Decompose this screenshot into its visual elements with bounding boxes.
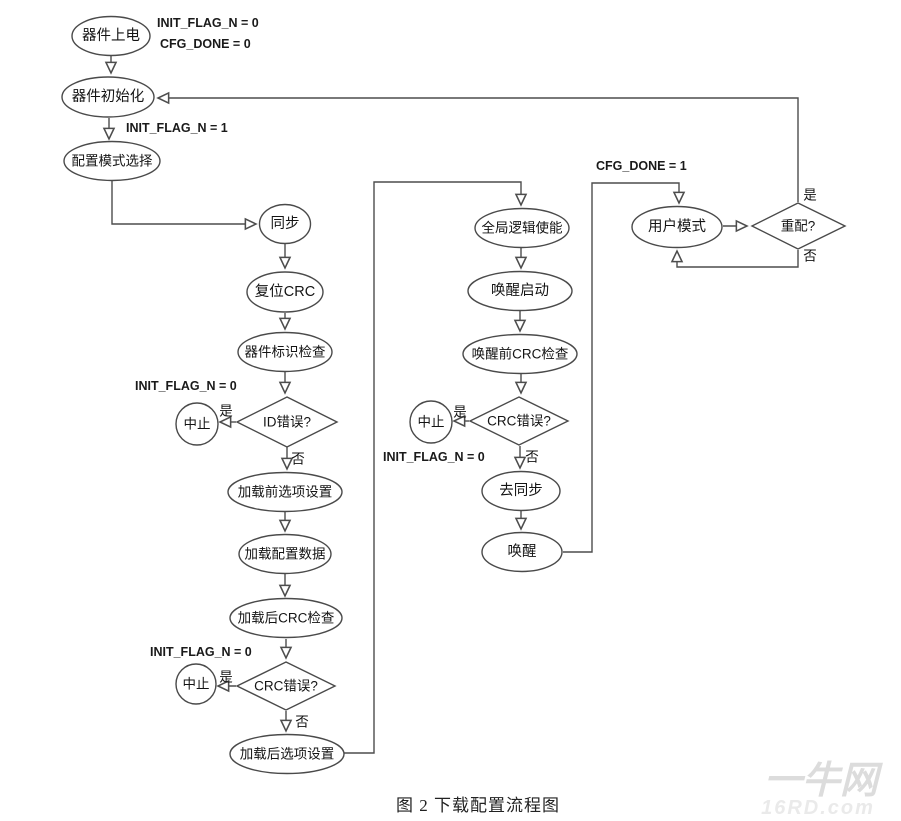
node-desync-label: 去同步 — [499, 482, 543, 499]
label-init-flag-0-top: INIT_FLAG_N = 0 — [157, 16, 259, 30]
label-cfg-done-0: CFG_DONE = 0 — [160, 37, 251, 51]
label-yes-crc-error2: 是 — [453, 405, 467, 420]
node-device-init-label: 器件初始化 — [72, 88, 145, 105]
node-load-config-data-shape — [238, 533, 332, 575]
node-crc-error-1: CRC错误? — [235, 661, 337, 711]
node-abort-1: 中止 — [175, 402, 219, 446]
node-id-error-label: ID错误? — [263, 415, 311, 430]
watermark-domain: 16RD.com — [761, 797, 875, 819]
node-power-on-label: 器件上电 — [82, 27, 140, 44]
node-abort-3-shape — [409, 400, 453, 444]
label-init-flag-0-abort3: INIT_FLAG_N = 0 — [383, 450, 485, 464]
annotations: INIT_FLAG_N = 0 CFG_DONE = 0 INIT_FLAG_N… — [126, 16, 817, 730]
node-power-on: 器件上电 — [71, 15, 151, 57]
label-yes-crc-error1: 是 — [219, 670, 233, 685]
node-mode-select-shape — [63, 140, 161, 182]
label-no-crc-error1: 否 — [295, 715, 309, 730]
node-postload-crc-check-shape — [229, 597, 343, 639]
node-abort-1-label: 中止 — [184, 417, 211, 432]
label-init-flag-0-abort2: INIT_FLAG_N = 0 — [150, 645, 252, 659]
node-device-init: 器件初始化 — [61, 76, 155, 118]
node-preload-options-shape — [227, 471, 343, 513]
node-device-init-shape — [61, 76, 155, 118]
node-crc-error-2-label: CRC错误? — [487, 414, 551, 429]
node-prewake-crc-check-label: 唤醒前CRC检查 — [472, 346, 569, 362]
label-no-crc-error2: 否 — [525, 450, 539, 465]
node-power-on-shape — [71, 15, 151, 57]
node-crc-error-1-shape — [235, 661, 337, 711]
node-preload-options: 加载前选项设置 — [227, 471, 343, 513]
node-abort-2: 中止 — [175, 663, 217, 705]
label-no-id-error: 否 — [291, 452, 305, 467]
node-id-error-shape — [235, 396, 339, 448]
edge-reconfig-no-to-user-mode — [670, 249, 799, 268]
node-postload-options: 加载后选项设置 — [229, 733, 345, 775]
watermark: 一牛网 16RD.com — [761, 760, 883, 819]
node-load-config-data: 加载配置数据 — [238, 533, 332, 575]
node-sync: 同步 — [258, 203, 312, 245]
node-device-id-check-label: 器件标识检查 — [245, 345, 326, 360]
edge-mode-select-to-sync — [111, 181, 258, 231]
node-desync-shape — [481, 470, 561, 512]
node-wakeup-start-label: 唤醒启动 — [491, 282, 549, 299]
node-reconfig-label: 重配? — [781, 219, 816, 234]
label-init-flag-1: INIT_FLAG_N = 1 — [126, 121, 228, 135]
node-global-logic-enable-label: 全局逻辑使能 — [482, 220, 563, 236]
node-postload-crc-check: 加载后CRC检查 — [229, 597, 343, 639]
node-wakeup-label: 唤醒 — [508, 543, 537, 560]
node-sync-shape — [258, 203, 312, 245]
node-desync: 去同步 — [481, 470, 561, 512]
label-init-flag-0-abort1: INIT_FLAG_N = 0 — [135, 379, 237, 393]
node-user-mode-shape — [631, 205, 723, 249]
node-mode-select-label: 配置模式选择 — [72, 154, 153, 169]
label-yes-id-error: 是 — [219, 404, 233, 419]
node-global-logic-enable-shape — [474, 207, 570, 249]
node-abort-3-label: 中止 — [418, 415, 445, 430]
node-abort-2-label: 中止 — [183, 677, 210, 692]
edges — [102, 55, 799, 754]
node-wakeup: 唤醒 — [481, 531, 563, 573]
node-global-logic-enable: 全局逻辑使能 — [474, 207, 570, 249]
node-postload-options-shape — [229, 733, 345, 775]
node-crc-error-2-shape — [468, 396, 570, 446]
label-no-reconfig: 否 — [803, 249, 817, 264]
figure-caption: 图 2 下载配置流程图 — [396, 796, 560, 815]
node-crc-error-2: CRC错误? — [468, 396, 570, 446]
node-preload-options-label: 加载前选项设置 — [238, 484, 333, 500]
node-abort-1-shape — [175, 402, 219, 446]
node-abort-2-shape — [175, 663, 217, 705]
node-reconfig-shape — [750, 202, 847, 250]
node-abort-3: 中止 — [409, 400, 453, 444]
node-postload-options-label: 加载后选项设置 — [240, 747, 335, 762]
edge-postload-options-to-global-enable — [344, 181, 528, 754]
node-wakeup-shape — [481, 531, 563, 573]
node-wakeup-start-shape — [467, 270, 573, 312]
node-reset-crc: 复位CRC — [246, 271, 324, 313]
node-id-error: ID错误? — [235, 396, 339, 448]
node-reset-crc-label: 复位CRC — [255, 282, 315, 300]
nodes: 器件上电 器件初始化 配置模式选择 同步 复位CRC 器件标识检查 ID错误? — [61, 15, 847, 775]
node-crc-error-1-label: CRC错误? — [254, 679, 318, 694]
node-load-config-data-label: 加载配置数据 — [245, 547, 326, 562]
label-cfg-done-1: CFG_DONE = 1 — [596, 159, 687, 173]
node-sync-label: 同步 — [271, 215, 300, 232]
watermark-brand: 一牛网 — [764, 760, 883, 802]
edge-wakeup-to-user-mode — [563, 182, 686, 553]
node-reset-crc-shape — [246, 271, 324, 313]
node-prewake-crc-check-shape — [462, 333, 578, 375]
label-yes-reconfig: 是 — [803, 188, 817, 203]
node-prewake-crc-check: 唤醒前CRC检查 — [462, 333, 578, 375]
node-user-mode-label: 用户模式 — [648, 218, 706, 235]
node-wakeup-start: 唤醒启动 — [467, 270, 573, 312]
node-device-id-check-shape — [237, 331, 333, 373]
node-postload-crc-check-label: 加载后CRC检查 — [238, 611, 335, 626]
node-reconfig: 重配? — [750, 202, 847, 250]
node-mode-select: 配置模式选择 — [63, 140, 161, 182]
edge-reconfig-yes-to-device-init — [156, 91, 799, 202]
node-device-id-check: 器件标识检查 — [237, 331, 333, 373]
node-user-mode: 用户模式 — [631, 205, 723, 249]
